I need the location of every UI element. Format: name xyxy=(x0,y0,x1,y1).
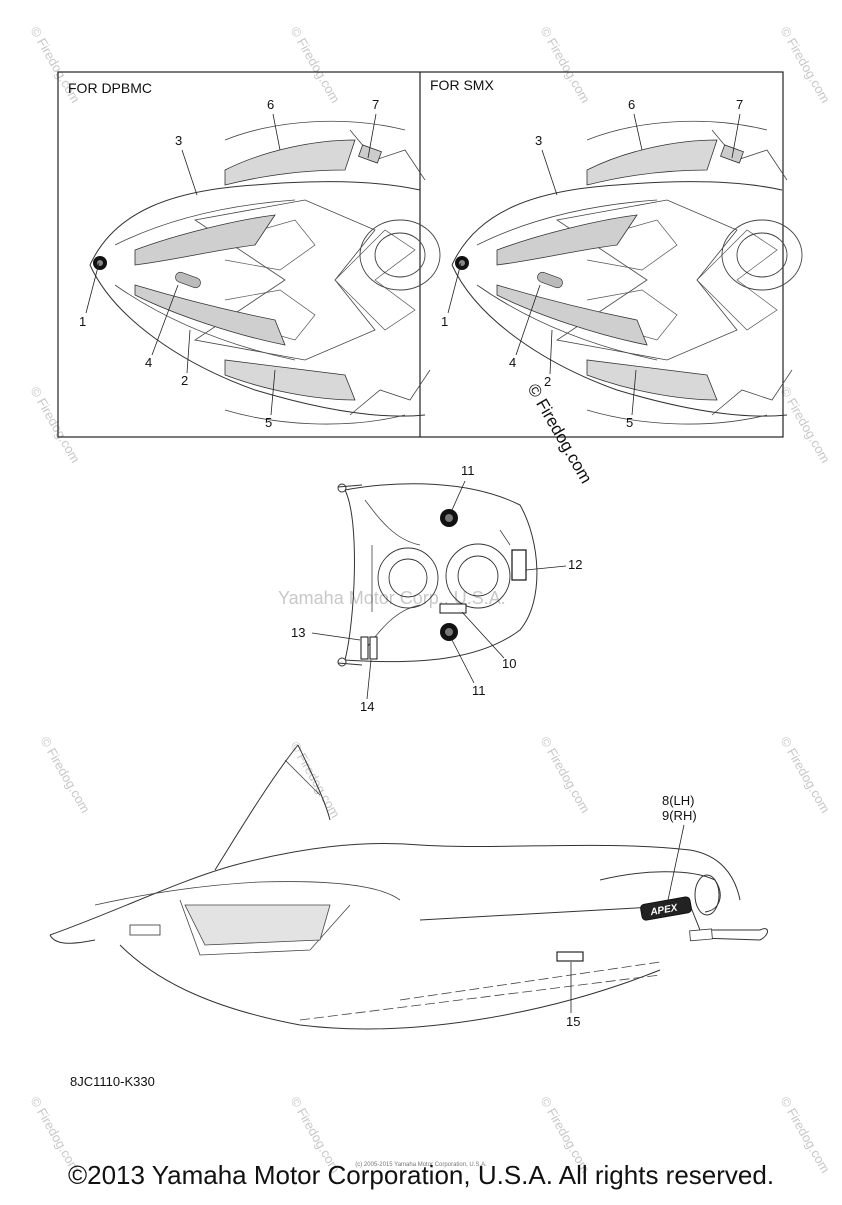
callout-4: 4 xyxy=(145,355,152,370)
snowmobile-side-view-illustration: APEX xyxy=(49,744,768,1030)
callout-1: 1 xyxy=(79,314,86,329)
small-copyright-line: (c) 2005-2015 Yamaha Motor Corporation, … xyxy=(355,1162,487,1168)
callout-3: 3 xyxy=(175,133,182,148)
apex-badge: APEX xyxy=(640,896,692,921)
firedog-watermark: © Firedog.com xyxy=(287,24,343,106)
firedog-watermarks: © Firedog.com © Firedog.com © Firedog.co… xyxy=(27,24,833,1176)
firedog-watermark: © Firedog.com xyxy=(777,384,833,466)
callouts-left-panel: 1 3 6 7 4 2 5 xyxy=(79,97,379,430)
tunnel-top-view-illustration xyxy=(337,483,538,667)
callout-7: 7 xyxy=(736,97,743,112)
callout-5: 5 xyxy=(265,415,272,430)
callouts-right-panel: 1 3 6 7 4 2 5 xyxy=(441,97,743,430)
callout-15: 15 xyxy=(566,1014,580,1029)
callout-2: 2 xyxy=(181,373,188,388)
firedog-watermark: © Firedog.com xyxy=(537,24,593,106)
callout-13: 13 xyxy=(291,625,305,640)
callouts-middle: 11 12 10 11 13 14 xyxy=(291,463,582,714)
firedog-watermark: © Firedog.com xyxy=(537,734,593,816)
firedog-watermark: © Firedog.com xyxy=(27,384,83,466)
diagram-code: 8JC1110-K330 xyxy=(70,1074,155,1089)
callout-14: 14 xyxy=(360,699,374,714)
firedog-watermark: © Firedog.com xyxy=(777,24,833,106)
callout-12: 12 xyxy=(568,557,582,572)
callout-11: 11 xyxy=(472,683,486,698)
callout-5: 5 xyxy=(626,415,633,430)
firedog-watermark: © Firedog.com xyxy=(37,734,93,816)
callout-7: 7 xyxy=(372,97,379,112)
firedog-watermark: © Firedog.com xyxy=(777,734,833,816)
hood-smx-illustration xyxy=(451,120,803,425)
callout-10: 10 xyxy=(502,656,516,671)
callout-8-lh: 8(LH) xyxy=(662,793,695,808)
callout-11: 11 xyxy=(461,463,475,478)
panel-title-dpbmc: FOR DPBMC xyxy=(68,80,152,96)
firedog-watermark: © Firedog.com xyxy=(287,739,343,821)
callout-6: 6 xyxy=(628,97,635,112)
yamaha-watermark: Yamaha Motor Corp., U.S.A. xyxy=(278,588,506,608)
callout-9-rh: 9(RH) xyxy=(662,808,697,823)
callout-4: 4 xyxy=(509,355,516,370)
callout-6: 6 xyxy=(267,97,274,112)
firedog-overlay-mark: © Firedog.com xyxy=(524,381,596,487)
apex-badge-text: APEX xyxy=(649,902,680,918)
callout-1: 1 xyxy=(441,314,448,329)
callout-2: 2 xyxy=(544,374,551,389)
callout-3: 3 xyxy=(535,133,542,148)
copyright-footer: ©2013 Yamaha Motor Corporation, U.S.A. A… xyxy=(67,1160,775,1190)
panel-title-smx: FOR SMX xyxy=(430,77,494,93)
hood-dpbmc-illustration xyxy=(89,120,441,425)
callouts-bottom: 8(LH) 9(RH) 15 xyxy=(566,793,697,1029)
